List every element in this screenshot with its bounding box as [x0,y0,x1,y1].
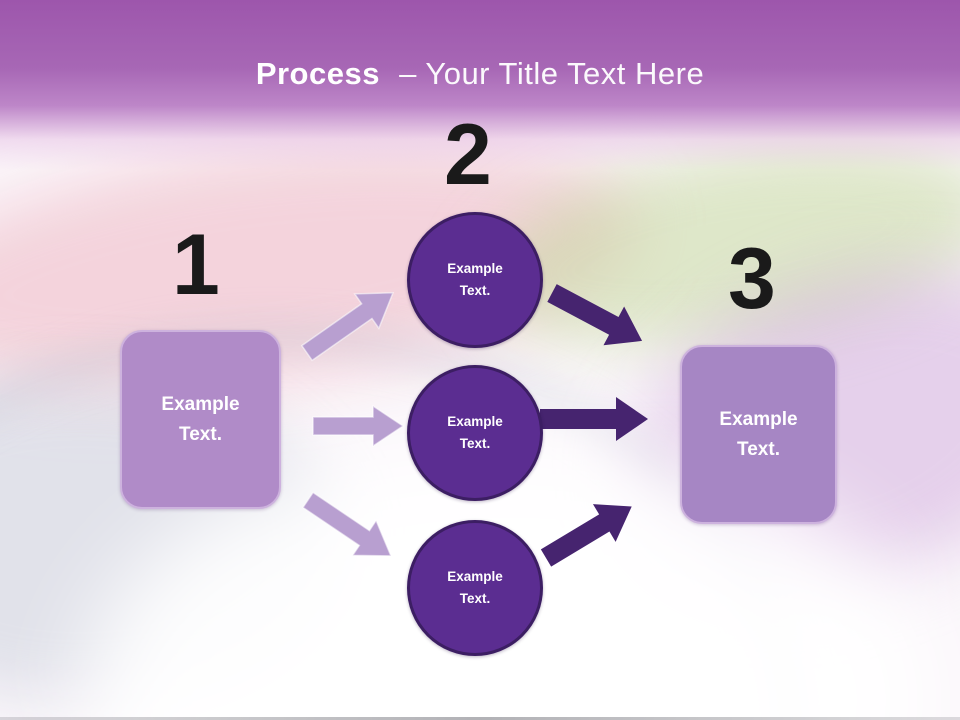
step3-box: Example Text. [680,345,837,524]
bottom-edge [0,717,960,720]
step2-circle-bottom-label: Example Text. [447,569,503,606]
step1-box-label: Example Text. [161,394,240,445]
step2-circle-top-label: Example Text. [447,261,503,298]
step2-circle-middle: Example Text. [407,365,543,501]
slide-title: Process – Your Title Text Here [0,56,960,92]
step2-circle-middle-label: Example Text. [447,414,503,451]
arrow-left-to-bottom-circle [301,491,393,557]
arrow-mid-circle-to-right [540,397,648,441]
arrow-bottom-circle-to-right [540,504,632,567]
arrow-left-to-top-circle [300,291,395,362]
step2-circle-top: Example Text. [407,212,543,348]
slide-title-rest: – Your Title Text Here [399,56,705,91]
arrow-top-circle-to-right [547,284,643,346]
slide-title-emphasis: Process [255,56,380,91]
step-number-2: 2 [444,107,492,203]
step3-box-label: Example Text. [719,409,798,460]
step1-box: Example Text. [120,330,281,509]
header-band: Process – Your Title Text Here [0,0,960,170]
arrow-left-to-mid-circle [312,404,405,448]
step-number-1: 1 [172,217,220,313]
step-number-3: 3 [728,231,776,327]
step2-circle-bottom: Example Text. [407,520,543,656]
